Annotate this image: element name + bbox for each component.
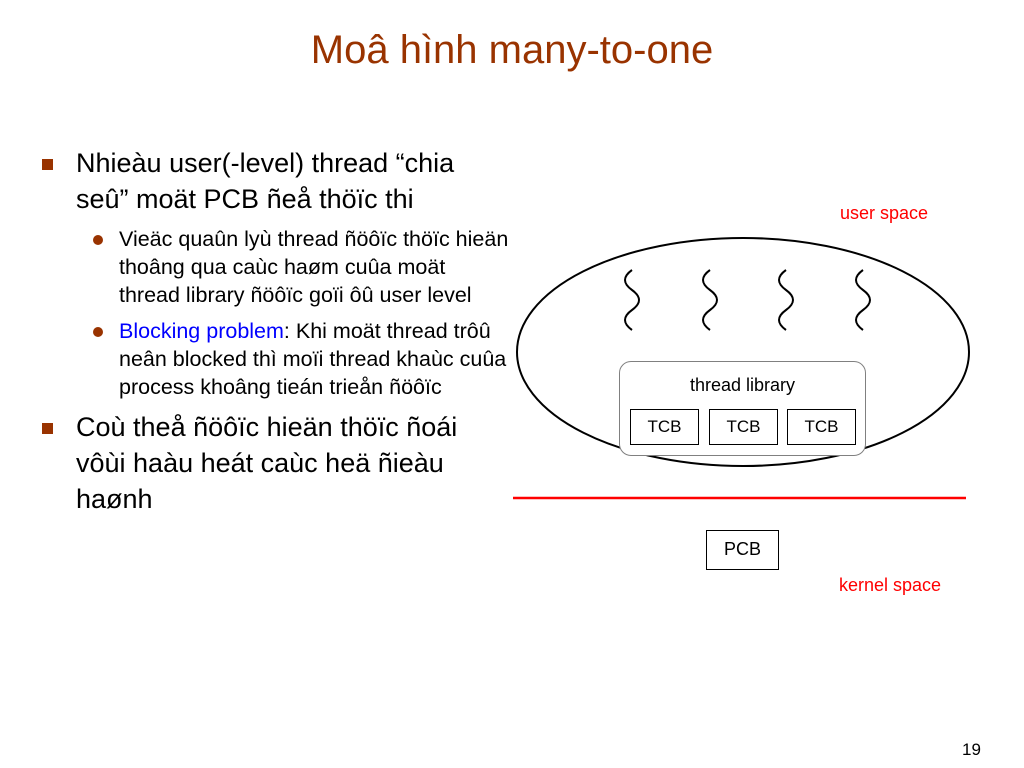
sub-bullet-text: Vieäc quaûn lyù thread ñöôïc thöïc hieän… — [119, 227, 509, 307]
round-bullet-icon — [93, 327, 103, 337]
square-bullet-icon — [42, 423, 53, 434]
thread-squiggle-icon — [778, 269, 794, 331]
pcb-box: PCB — [706, 530, 779, 570]
sub-bullet-item: Blocking problem: Khi moät thread trôû n… — [40, 317, 510, 401]
bullet-text: Coù theå ñöôïc hieän thöïc ñoái vôùi haà… — [76, 412, 458, 514]
thread-squiggle-icon — [855, 269, 871, 331]
bullet-item: Coù theå ñöôïc hieän thöïc ñoái vôùi haà… — [40, 409, 510, 517]
sub-bullet-text: : Khi moät thread trôû neân blocked thì … — [119, 319, 507, 399]
bullet-list: Nhieàu user(-level) thread “chia seû” mo… — [40, 145, 510, 525]
tcb-box: TCB — [630, 409, 699, 445]
sub-bullet-item: Vieäc quaûn lyù thread ñöôïc thöïc hieän… — [40, 225, 510, 309]
user-space-label: user space — [840, 203, 929, 223]
user-process-ellipse — [516, 237, 970, 467]
thread-squiggle-icon — [624, 269, 640, 331]
square-bullet-icon — [42, 159, 53, 170]
round-bullet-icon — [93, 235, 103, 245]
thread-library-box: thread library TCB TCB TCB — [619, 361, 866, 456]
tcb-box: TCB — [787, 409, 856, 445]
sub-bullet-list: Vieäc quaûn lyù thread ñöôïc thöïc hieän… — [40, 225, 510, 401]
slide-title: Moâ hình many-to-one — [310, 28, 714, 72]
thread-library-label: thread library — [689, 375, 796, 395]
bullet-item: Nhieàu user(-level) thread “chia seû” mo… — [40, 145, 510, 217]
bullet-text: Nhieàu user(-level) thread “chia seû” mo… — [76, 148, 455, 214]
page-number: 19 — [962, 740, 981, 759]
blocking-problem-highlight: Blocking problem — [119, 319, 284, 343]
thread-squiggle-icon — [702, 269, 718, 331]
kernel-space-label: kernel space — [839, 575, 942, 595]
tcb-box: TCB — [709, 409, 778, 445]
